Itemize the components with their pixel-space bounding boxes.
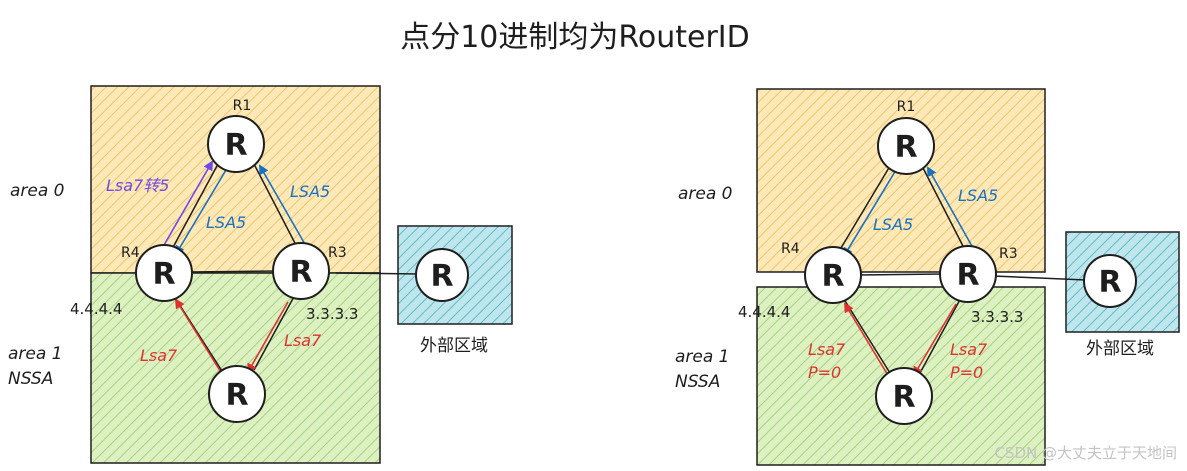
left-link-r1-r3 [253, 163, 299, 250]
right-link-r1-r3 [921, 165, 966, 251]
left-arrow-lsa7-to-r4 [174, 298, 223, 375]
left-r3-id: 3.3.3.3 [306, 305, 358, 323]
left-link-r3-ext [335, 272, 421, 275]
right-ann-lsa5-a: LSA5 [873, 215, 913, 234]
right-router-r5: R [875, 367, 933, 425]
left-area1-type: NSSA [8, 369, 53, 389]
left-arrow-lsa5-to-r1 [259, 164, 307, 247]
right-area1-type: NSSA [675, 372, 720, 392]
left-arrow-lsa5-to-r4 [174, 169, 227, 256]
left-r4-name: R4 [121, 245, 140, 261]
left-router-r1: R [207, 115, 265, 173]
left-router-r4: R [135, 244, 193, 302]
left-external-label: 外部区域 [420, 336, 488, 356]
router-glyph: R [289, 255, 312, 290]
right-ann-lsa7-right: Lsa7 [950, 340, 988, 359]
right-ann-lsa7-left: Lsa7 [808, 340, 846, 359]
right-arrow-lsa5-to-r1 [927, 166, 974, 249]
diagram-title: 点分10进制均为RouterID [400, 20, 750, 55]
right-area0-label: area 0 [678, 184, 733, 204]
left-arrow-lsa7-convert [159, 160, 214, 253]
left-arrow-lsa7-to-r5 [247, 301, 289, 374]
left-ann-lsa7-right: Lsa7 [284, 331, 322, 350]
router-glyph: R [821, 259, 844, 294]
right-arrow-lsa7-to-r4 [843, 302, 890, 378]
right-link-r3-r5 [919, 295, 963, 374]
left-router-r3: R [272, 242, 330, 300]
right-arrow-lsa5-to-r4 [842, 169, 897, 258]
router-glyph: R [894, 130, 917, 165]
right-ann-lsa7-left-p: P=0 [808, 363, 841, 382]
left-router-ext: R [415, 248, 469, 302]
router-glyph: R [225, 378, 248, 413]
left-ann-lsa5-a: LSA5 [206, 213, 246, 232]
right-ann-lsa5-b: LSA5 [958, 186, 998, 205]
left-ann-lsa7-left: Lsa7 [140, 346, 178, 365]
right-r3-id: 3.3.3.3 [971, 308, 1023, 326]
right-router-r3: R [939, 245, 997, 303]
left-r4-id: 4.4.4.4 [70, 300, 122, 318]
right-link-r4-r3 [857, 273, 945, 276]
left-area1-label: area 1 [8, 344, 63, 364]
left-ann-lsa5-b: LSA5 [290, 182, 330, 201]
router-glyph: R [430, 259, 453, 294]
left-link-r4-r3 [187, 270, 278, 273]
left-router-r5: R [208, 365, 266, 423]
left-r1-name: R1 [233, 98, 252, 114]
right-r4-id: 4.4.4.4 [738, 303, 790, 321]
right-arrow-lsa7-to-r5 [912, 303, 957, 377]
left-diagram: R R R R R R1 R4 R3 area 0 area 1 NSSA 4.… [8, 85, 513, 464]
right-router-r4: R [804, 246, 862, 304]
right-area0-box [756, 88, 1046, 273]
router-glyph: R [956, 258, 979, 293]
right-r1-name: R1 [897, 99, 916, 115]
router-glyph: R [892, 380, 915, 415]
right-ann-lsa7-right-p: P=0 [950, 363, 983, 382]
left-ann-convert: Lsa7转5 [106, 176, 169, 195]
router-glyph: R [152, 257, 175, 292]
right-router-ext: R [1083, 254, 1137, 308]
right-area1-label: area 1 [675, 347, 730, 367]
left-link-r3-r5 [253, 292, 297, 371]
left-link-r1-r4 [170, 163, 219, 252]
right-link-r1-r4 [837, 165, 891, 254]
router-glyph: R [1098, 265, 1121, 300]
right-r4-name: R4 [781, 241, 800, 257]
left-area0-label: area 0 [10, 181, 65, 201]
router-glyph: R [224, 128, 247, 163]
right-diagram: R R R R R R1 R4 R3 area 0 area 1 NSSA 4.… [675, 88, 1180, 466]
right-link-r3-ext [992, 275, 1087, 281]
watermark: CSDN @大丈夫立于天地间 [994, 444, 1177, 462]
right-external-label: 外部区域 [1086, 339, 1154, 359]
right-router-r1: R [877, 117, 935, 175]
left-r3-name: R3 [328, 245, 347, 261]
right-r3-name: R3 [999, 246, 1018, 262]
